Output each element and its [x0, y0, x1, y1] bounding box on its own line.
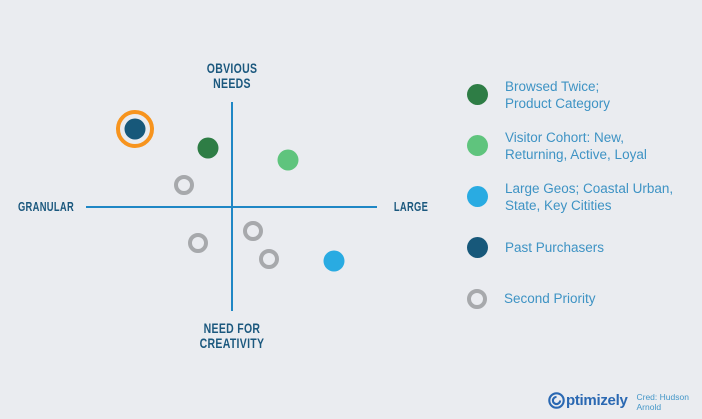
axis-label-large: LARGE [393, 200, 429, 214]
footer: ptimizely Cred: Hudson Arnold [548, 389, 702, 412]
legend-label: Browsed Twice; Product Category [505, 78, 611, 111]
legend-item-past-purchasers: Past Purchasers [467, 222, 697, 273]
legend-item-large-geos: Large Geos; Coastal Urban, State, Key Ci… [467, 171, 697, 222]
legend-item-browsed-twice: Browsed Twice; Product Category [467, 69, 697, 120]
point-large-geos [323, 250, 345, 272]
axis-label-granular: GRANULAR [17, 200, 75, 214]
optimizely-logo: ptimizely [548, 392, 628, 409]
axis-label-obvious-needs: OBVIOUS NEEDS [206, 60, 258, 91]
point-visitor-cohort [277, 149, 299, 171]
credit-text: Cred: Hudson Arnold [636, 392, 689, 412]
brand-text: ptimizely [566, 392, 628, 409]
legend-label: Second Priority [504, 291, 596, 306]
past-purchasers-marker-icon [467, 237, 488, 258]
visitor-cohort-marker-icon [467, 135, 488, 156]
axis-label-need-for-creativity: NEED FOR CREATIVITY [199, 320, 265, 351]
point-past-purchasers [124, 118, 146, 140]
point-browsed-twice [197, 137, 219, 159]
legend-label: Visitor Cohort: New, Returning, Active, … [505, 129, 647, 162]
highlight-ring [116, 110, 154, 148]
legend-item-visitor-cohort: Visitor Cohort: New, Returning, Active, … [467, 120, 697, 171]
large-geos-marker-icon [467, 186, 488, 207]
y-axis-line [231, 102, 233, 311]
point-second-priority [243, 221, 263, 241]
point-second-priority [174, 175, 194, 195]
point-second-priority [188, 233, 208, 253]
point-second-priority [259, 249, 279, 269]
browsed-twice-marker-icon [467, 84, 488, 105]
second-priority-marker-icon [467, 288, 487, 309]
legend-item-second-priority: Second Priority [467, 273, 697, 324]
legend-label: Large Geos; Coastal Urban, State, Key Ci… [505, 180, 674, 213]
optimizely-o-icon [548, 392, 565, 409]
legend-label: Past Purchasers [505, 240, 605, 255]
